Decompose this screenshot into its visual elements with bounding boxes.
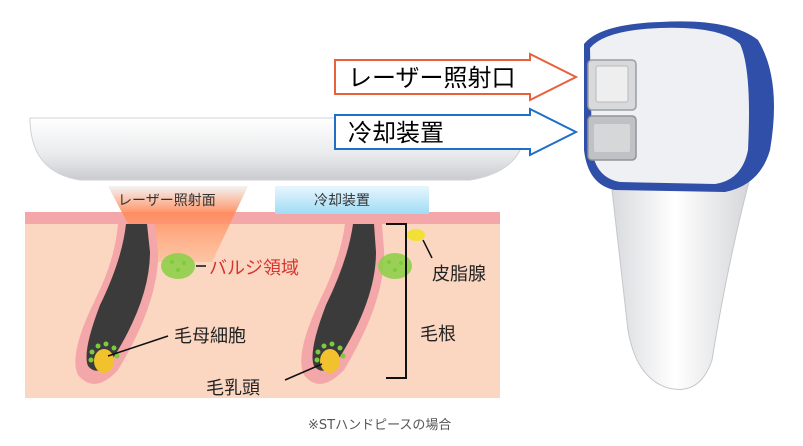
- hair-follicle-right: [301, 224, 425, 384]
- callout-laser-port-label: レーザー照射口: [340, 63, 525, 93]
- laser-port-text: レーザー照射口: [348, 64, 516, 92]
- dermal-papilla-label: 毛乳頭: [206, 378, 260, 399]
- handpiece-device: [584, 21, 774, 390]
- laser-surface-label: レーザー照射面: [118, 193, 216, 209]
- footnote: ※STハンドピースの場合: [308, 418, 452, 433]
- dermal-papilla-left: [94, 349, 114, 373]
- bulge-region-label: バルジ領域: [209, 258, 299, 279]
- cooling-device-small-label: 冷却装置: [314, 193, 370, 209]
- callout-cooling-label: 冷却装置: [340, 118, 525, 148]
- sebaceous-gland-label: 皮脂腺: [432, 264, 486, 285]
- bulge-region-left: [161, 253, 195, 279]
- hair-root-label: 毛根: [420, 324, 456, 345]
- cooling-device-text: 冷却装置: [348, 119, 444, 147]
- sebaceous-gland: [407, 229, 425, 241]
- cooling-pad: [275, 186, 429, 214]
- leader-lines: [107, 239, 433, 381]
- dermal-papilla-right: [320, 349, 340, 373]
- hair-matrix-label: 毛母細胞: [174, 326, 246, 347]
- bulge-region-right: [378, 253, 412, 279]
- hair-root-bracket: [386, 223, 407, 379]
